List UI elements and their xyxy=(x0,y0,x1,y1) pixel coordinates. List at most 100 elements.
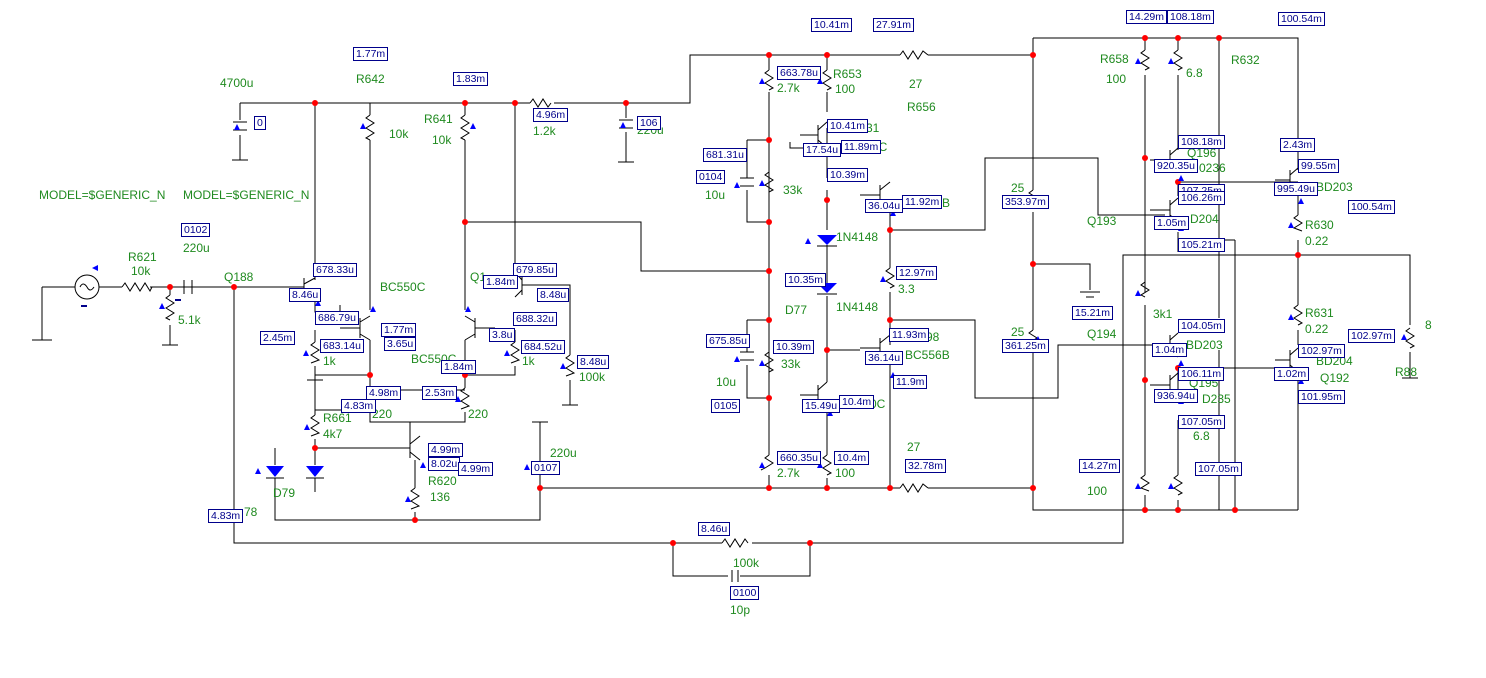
label: R620 xyxy=(428,474,457,488)
label: R661 xyxy=(323,411,352,425)
label: 136 xyxy=(430,490,451,504)
probe-box: 11.9m xyxy=(893,375,928,389)
probe-box: 10.39m xyxy=(773,340,815,354)
label: Q193 xyxy=(1087,214,1117,228)
label: 6.8 xyxy=(1186,66,1203,80)
label: 10p xyxy=(730,603,751,617)
label: BC550C xyxy=(380,280,426,294)
label: B xyxy=(942,196,951,210)
probe-box: 8.46u xyxy=(289,288,322,302)
label: 8 xyxy=(1425,318,1432,332)
probe-box: 353.97m xyxy=(1002,195,1049,209)
label: 1k xyxy=(323,354,336,368)
probe-box: 4.99m xyxy=(458,462,494,476)
probe-box: 1.84m xyxy=(441,360,477,374)
label: R621 xyxy=(128,250,157,264)
probe-box: 10.4m xyxy=(839,395,875,409)
probe-box: 0 xyxy=(254,116,266,130)
probe-box: 1.04m xyxy=(1152,343,1188,357)
probe-box: 101.95m xyxy=(1298,390,1345,404)
probe-box: 686.79u xyxy=(315,311,359,325)
probe-box: 4.83m xyxy=(341,399,377,413)
probe-box: 10.41m xyxy=(811,18,853,32)
probe-box: 8.48u xyxy=(577,355,610,369)
label: R632 xyxy=(1231,53,1260,67)
probe-box: 4.98m xyxy=(366,386,402,400)
label: 3.3 xyxy=(898,282,915,296)
probe-box: 10.39m xyxy=(827,168,869,182)
probe-box: 0102 xyxy=(181,223,211,237)
label: R658 xyxy=(1100,52,1129,66)
probe-box: 108.18m xyxy=(1178,135,1225,149)
probe-box: 32.78m xyxy=(905,459,947,473)
probe-box: 675.85u xyxy=(706,334,750,348)
probe-box: 27.91m xyxy=(873,18,915,32)
label: D235 xyxy=(1202,392,1231,406)
label: 33k xyxy=(783,183,803,197)
label: BD203 xyxy=(1316,180,1353,194)
label: 220 xyxy=(372,407,393,421)
probe-box: 660.35u xyxy=(777,451,821,465)
probe-box: 1.77m xyxy=(353,47,389,61)
probe-box: 12.97m xyxy=(896,266,938,280)
label: 0236 xyxy=(1199,161,1226,175)
junction-nodes xyxy=(167,35,1301,546)
label: 10k xyxy=(131,264,151,278)
probe-box: 14.29m xyxy=(1126,10,1168,24)
probe-box: 361.25m xyxy=(1002,339,1049,353)
label: 78 xyxy=(244,505,258,519)
probe-box: 920.35u xyxy=(1154,159,1198,173)
probe-box: 106 xyxy=(637,116,661,130)
label: Q196 xyxy=(1187,146,1217,160)
probe-box: 1.84m xyxy=(483,275,519,289)
probe-box: 10.41m xyxy=(827,119,869,133)
probe-box: 104.05m xyxy=(1178,319,1225,333)
probe-box: 0105 xyxy=(711,399,741,413)
probe-box: 107.05m xyxy=(1178,415,1225,429)
probe-box: 2.43m xyxy=(1280,138,1316,152)
probe-box: 688.32u xyxy=(513,312,557,326)
probe-box: 108.18m xyxy=(1167,10,1214,24)
label: D79 xyxy=(273,486,296,500)
wires xyxy=(41,37,1411,577)
probe-box: 102.97m xyxy=(1348,329,1395,343)
probe-box: 10.4m xyxy=(834,451,870,465)
probe-box: 17.54u xyxy=(803,143,842,157)
label: 100 xyxy=(1087,484,1108,498)
label: 31 xyxy=(866,121,880,135)
label: 33k xyxy=(781,357,801,371)
label: 1k xyxy=(522,354,535,368)
probe-box: 14.27m xyxy=(1079,459,1121,473)
probe-box: 679.85u xyxy=(513,263,557,277)
label: 25 xyxy=(1011,181,1025,195)
probe-box: 102.97m xyxy=(1298,344,1345,358)
probe-box: 15.49u xyxy=(802,399,841,413)
label: 0.22 xyxy=(1305,322,1329,336)
label: R88 xyxy=(1395,365,1418,379)
label: 220 xyxy=(468,407,489,421)
probe-box: 11.93m xyxy=(889,328,930,342)
probe-box: 36.04u xyxy=(865,199,904,213)
probe-box: 11.92m xyxy=(902,195,943,209)
label: 27 xyxy=(907,440,921,454)
probe-box: 8.02u xyxy=(428,457,461,471)
ground-symbols xyxy=(32,159,1418,435)
probe-box: 683.14u xyxy=(320,339,364,353)
label: R656 xyxy=(907,100,936,114)
probe-box: 106.26m xyxy=(1178,191,1225,205)
label: Q188 xyxy=(224,270,254,284)
probe-box: 10.35m xyxy=(785,273,827,287)
label: 2.7k xyxy=(777,81,800,95)
probe-box: 4.99m xyxy=(428,443,464,457)
label: 6.8 xyxy=(1193,429,1210,443)
probe-box xyxy=(81,305,87,307)
label: 25 xyxy=(1011,325,1025,339)
label: 100 xyxy=(1106,72,1127,86)
label: 220u xyxy=(550,446,577,460)
label: 27 xyxy=(909,77,923,91)
probe-box: 2.45m xyxy=(260,331,296,345)
probe-box: 3.65u xyxy=(384,337,417,351)
label: 10u xyxy=(705,188,726,202)
probe-box: 107.05m xyxy=(1195,462,1242,476)
probe-box: 4.83m xyxy=(208,509,244,523)
